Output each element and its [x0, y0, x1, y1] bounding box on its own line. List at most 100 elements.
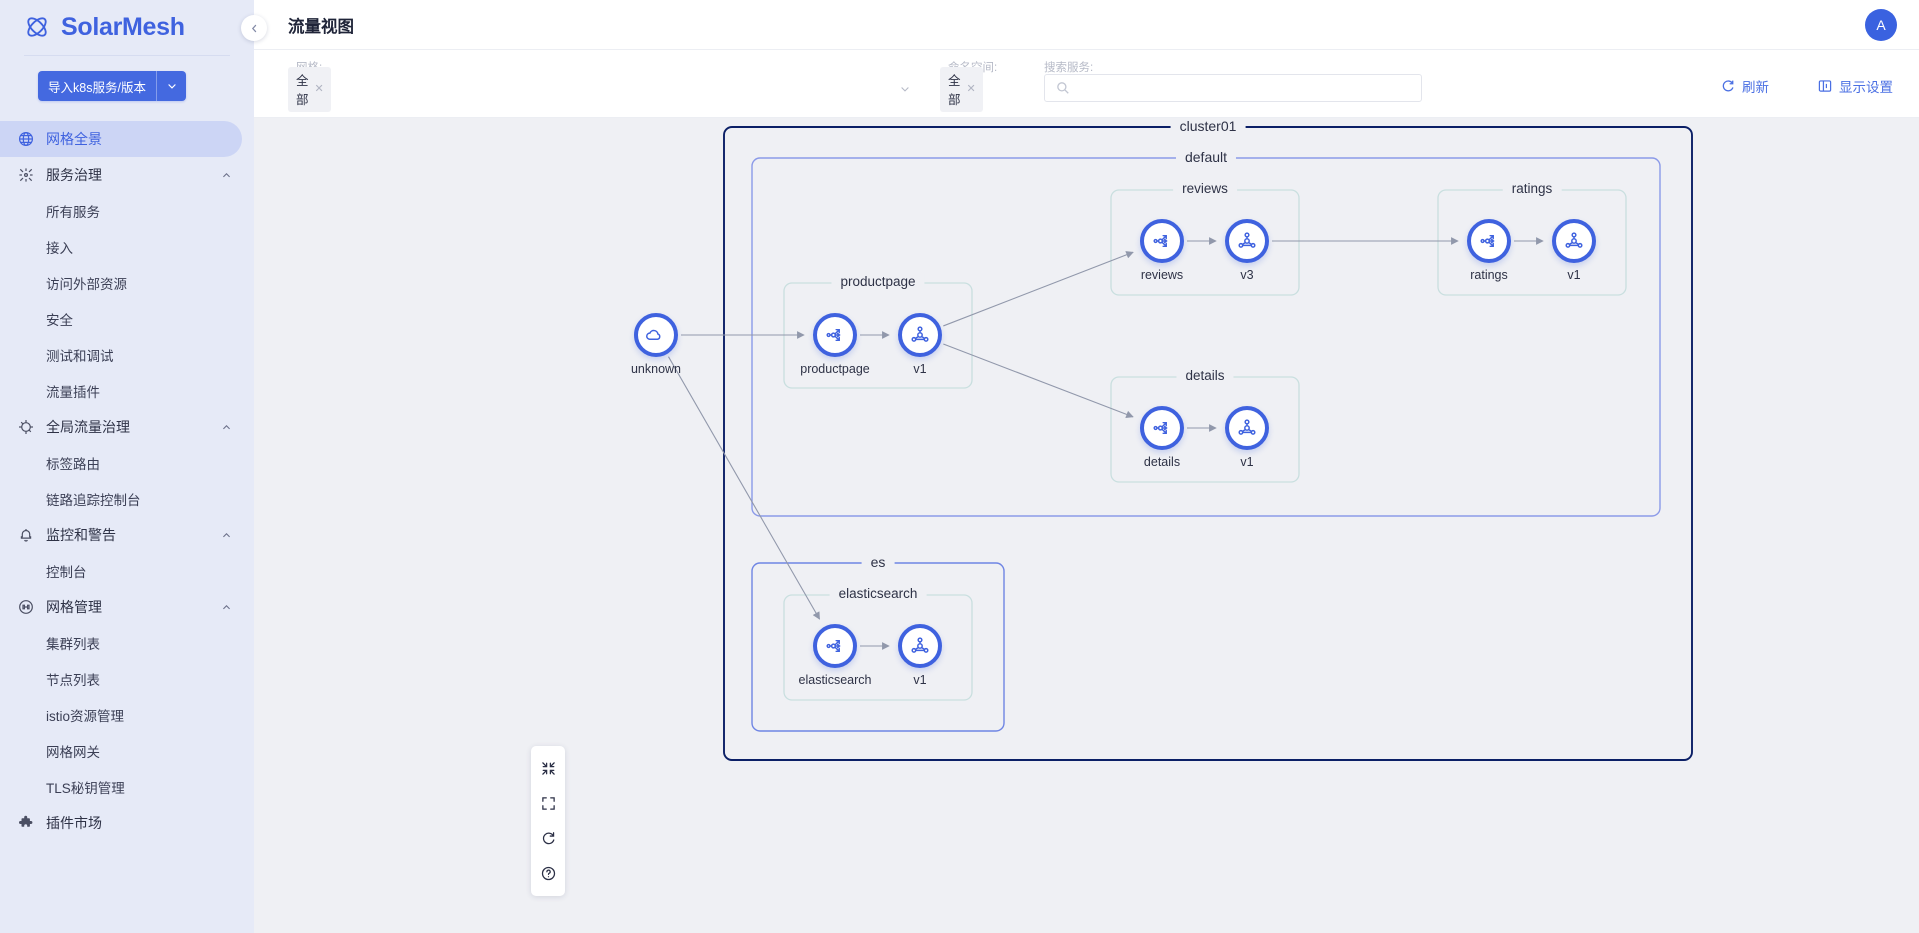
filter-bar: 网格: 全部 ✕ 命名空间: 全部 ✕ 搜索服务:	[254, 50, 1919, 118]
layout-settings-icon	[1818, 80, 1832, 92]
graph-node-circle-elasticsearch-svc[interactable]	[813, 624, 857, 668]
graph-group-box-reviews[interactable]	[1110, 189, 1300, 296]
page-title: 流量视图	[288, 17, 354, 36]
sidebar-subitem-安全[interactable]: 安全	[0, 301, 254, 337]
sidebar-subitem-所有服务[interactable]: 所有服务	[0, 193, 254, 229]
graph-edge-unknown-to-elasticsearch-svc[interactable]	[667, 356, 821, 620]
refresh-icon	[1722, 80, 1734, 92]
graph-group-box-elasticsearch[interactable]	[783, 594, 973, 701]
sidebar-subitem-测试和调试[interactable]: 测试和调试	[0, 337, 254, 373]
sidebar-subitem-label: 节点列表	[46, 673, 100, 688]
sidebar-item-全局流量治理[interactable]: 全局流量治理	[0, 409, 254, 445]
graph-node-circle-details-v1[interactable]	[1225, 406, 1269, 450]
mesh-filter-select[interactable]: 全部 ✕	[288, 66, 331, 112]
graph-node-circle-productpage-svc[interactable]	[813, 313, 857, 357]
reload-button[interactable]	[531, 821, 565, 856]
sidebar-item-网格全景[interactable]: 网格全景	[0, 121, 242, 157]
chevron-up-icon	[223, 424, 230, 429]
sidebar-collapse-button[interactable]	[241, 15, 267, 41]
namespace-filter-tag: 全部 ✕	[940, 66, 983, 112]
brand: SolarMesh	[0, 0, 254, 54]
graph-group-label-reviews: reviews	[1173, 181, 1237, 196]
refresh-button[interactable]: 刷新	[1721, 76, 1769, 96]
close-icon[interactable]: ✕	[966, 83, 976, 95]
sidebar-menu: 网格全景服务治理所有服务接入访问外部资源安全测试和调试流量插件全局流量治理标签路…	[0, 121, 254, 841]
graph-edge-productpage-v1-to-details-svc[interactable]	[943, 343, 1134, 418]
graph-group-box-es[interactable]	[751, 562, 1005, 732]
monitor-alert-icon	[18, 527, 34, 543]
graph-node-label: reviews	[1140, 268, 1184, 282]
globe-icon	[18, 131, 34, 147]
display-settings-label: 显示设置	[1839, 80, 1893, 95]
graph-node-label: details	[1143, 455, 1181, 469]
graph-node-label: unknown	[630, 362, 682, 376]
sidebar-subitem-访问外部资源[interactable]: 访问外部资源	[0, 265, 254, 301]
import-k8s-button[interactable]: 导入k8s服务/版本	[38, 71, 156, 101]
sidebar-subitem-label: istio资源管理	[46, 709, 125, 724]
sidebar-item-label: 服务治理	[46, 167, 102, 183]
sidebar-subitem-链路追踪控制台[interactable]: 链路追踪控制台	[0, 481, 254, 517]
graph-node-label: elasticsearch	[798, 673, 872, 687]
sidebar-item-网格管理[interactable]: 网格管理	[0, 589, 254, 625]
display-settings-button[interactable]: 显示设置	[1818, 76, 1893, 96]
top-bar: 流量视图 A	[254, 0, 1919, 50]
graph-node-circle-unknown[interactable]	[634, 313, 678, 357]
sidebar-item-label: 全局流量治理	[46, 419, 130, 435]
sidebar-item-服务治理[interactable]: 服务治理	[0, 157, 254, 193]
service-icon	[826, 328, 841, 342]
avatar[interactable]: A	[1865, 9, 1897, 41]
close-icon[interactable]: ✕	[314, 83, 324, 95]
version-icon	[911, 326, 929, 342]
graph-node-label: ratings	[1470, 268, 1508, 282]
graph-node-circle-reviews-v3[interactable]	[1225, 219, 1269, 263]
graph-node-circle-productpage-v1[interactable]	[898, 313, 942, 357]
graph-node-circle-ratings-svc[interactable]	[1467, 219, 1511, 263]
sidebar-subitem-网格网关[interactable]: 网格网关	[0, 733, 254, 769]
sidebar-subitem-label: 标签路由	[46, 457, 100, 472]
graph-node-circle-ratings-v1[interactable]	[1552, 219, 1596, 263]
main-area: 流量视图 A 网格: 全部 ✕ 命名空间: 全部 ✕ 搜索	[241, 0, 1919, 933]
import-k8s-dropdown-toggle[interactable]	[156, 71, 186, 101]
sidebar-item-label: 监控和警告	[46, 527, 116, 543]
graph-edge-productpage-v1-to-reviews-svc[interactable]	[943, 251, 1134, 327]
sidebar-item-label: 插件市场	[46, 815, 102, 831]
sidebar-subitem-节点列表[interactable]: 节点列表	[0, 661, 254, 697]
plugin-market-icon	[18, 815, 34, 831]
sidebar-subitem-控制台[interactable]: 控制台	[0, 553, 254, 589]
version-icon	[1238, 419, 1256, 435]
help-button[interactable]	[531, 856, 565, 891]
graph-node-circle-reviews-svc[interactable]	[1140, 219, 1184, 263]
sidebar-subitem-TLS秘钥管理[interactable]: TLS秘钥管理	[0, 769, 254, 805]
sidebar-item-监控和警告[interactable]: 监控和警告	[0, 517, 254, 553]
sidebar-item-插件市场[interactable]: 插件市场	[0, 805, 254, 841]
graph-group-box-ratings[interactable]	[1437, 189, 1627, 296]
service-icon	[1153, 421, 1168, 435]
service-icon	[1153, 234, 1168, 248]
graph-node-label: productpage	[800, 362, 870, 376]
service-search-label: 搜索服务:	[1044, 62, 1094, 74]
graph-group-box-default[interactable]	[751, 157, 1661, 517]
sidebar-subitem-接入[interactable]: 接入	[0, 229, 254, 265]
graph-mini-toolbar	[531, 746, 565, 896]
sidebar-subitem-label: 网格网关	[46, 745, 100, 760]
chevron-down-icon[interactable]	[899, 83, 911, 95]
search-input[interactable]	[1044, 74, 1422, 102]
sidebar-subitem-标签路由[interactable]: 标签路由	[0, 445, 254, 481]
sidebar-subitem-集群列表[interactable]: 集群列表	[0, 625, 254, 661]
divider	[24, 55, 230, 56]
version-icon	[1238, 232, 1256, 248]
sidebar-subitem-istio资源管理[interactable]: istio资源管理	[0, 697, 254, 733]
graph-node-circle-details-svc[interactable]	[1140, 406, 1184, 450]
graph-node-circle-elasticsearch-v1[interactable]	[898, 624, 942, 668]
chevron-up-icon	[223, 604, 230, 609]
import-k8s-control: 导入k8s服务/版本	[38, 71, 186, 101]
graph-group-box-productpage[interactable]	[783, 282, 973, 389]
sidebar-subitem-流量插件[interactable]: 流量插件	[0, 373, 254, 409]
namespace-filter-select[interactable]: 全部 ✕	[940, 66, 983, 112]
graph-group-box-cluster01[interactable]	[723, 126, 1693, 761]
graph-group-box-details[interactable]	[1110, 376, 1300, 483]
version-icon	[1565, 232, 1583, 248]
fit-collapse-button[interactable]	[531, 751, 565, 786]
fullscreen-button[interactable]	[531, 786, 565, 821]
